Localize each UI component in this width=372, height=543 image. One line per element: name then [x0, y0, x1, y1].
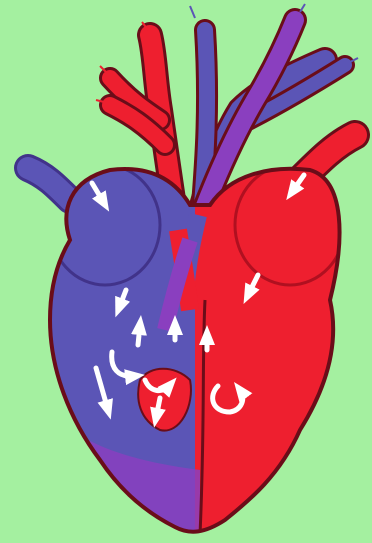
arrow-icon — [138, 325, 140, 345]
heart-body — [0, 150, 372, 543]
